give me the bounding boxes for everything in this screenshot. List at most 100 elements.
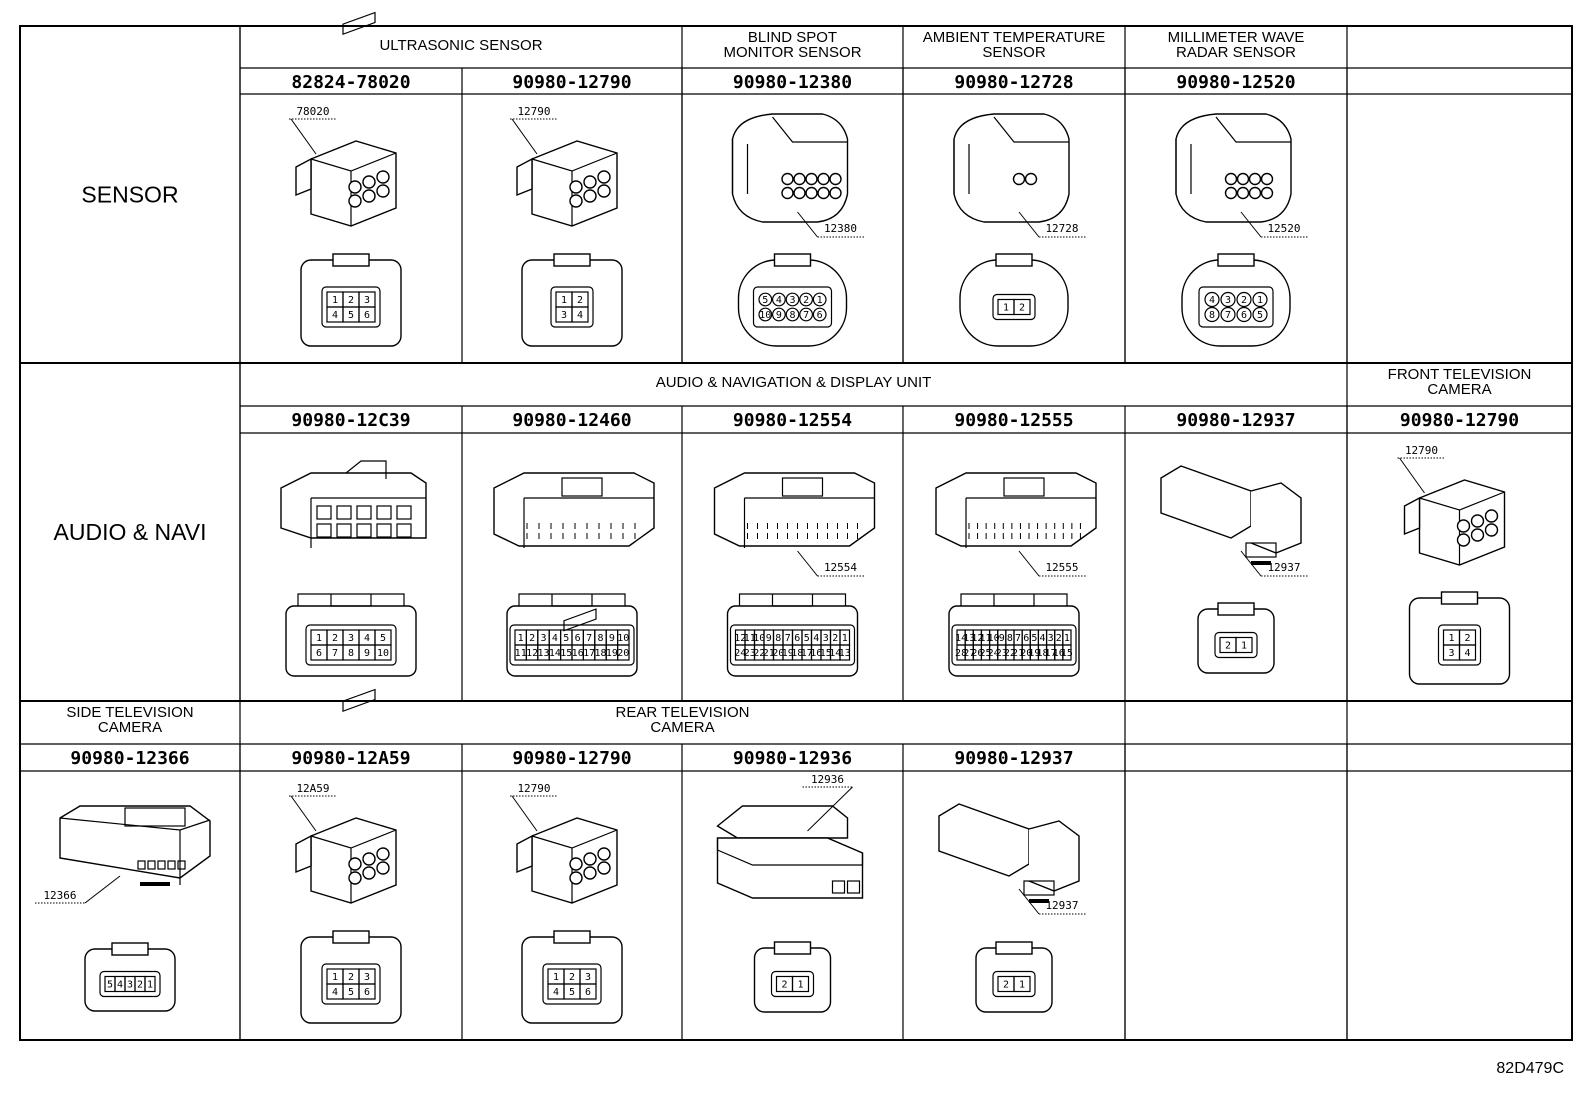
- callout-leader: [84, 875, 121, 904]
- pin-cavity: [812, 292, 827, 307]
- pin-cavity: [1013, 298, 1031, 316]
- pin-number: 5: [762, 295, 768, 306]
- cavity: [362, 175, 376, 189]
- part-number: 90980-12C39: [291, 410, 410, 431]
- face-inner: [1437, 624, 1482, 666]
- pin-number: 3: [348, 633, 354, 644]
- cavity: [147, 860, 156, 870]
- cavity: [1224, 186, 1238, 200]
- callout-leader: [1399, 457, 1425, 494]
- pin-number: 23: [996, 648, 1008, 659]
- pin-number: 24: [734, 648, 746, 659]
- group-label-line-1: AMBIENT TEMPERATURE: [923, 29, 1106, 46]
- pin-number: 11: [979, 633, 991, 644]
- pin-number: 10: [759, 310, 771, 321]
- housing-front: [1028, 820, 1080, 892]
- pin-number: 19: [782, 648, 794, 659]
- pin-number: 12: [734, 633, 746, 644]
- pin-number: 5: [1031, 633, 1037, 644]
- pin-number: 11: [744, 633, 756, 644]
- pin-number: 2: [529, 633, 535, 644]
- face-lock: [773, 253, 812, 267]
- pin-number: 5: [563, 633, 569, 644]
- pin-cavity: [1236, 291, 1252, 308]
- callout: 12728: [1018, 211, 1086, 238]
- face-lock: [332, 253, 370, 267]
- housing-edge: [743, 497, 875, 548]
- pin-number: 3: [364, 295, 370, 306]
- cavity: [597, 184, 611, 198]
- callout-label: 12728: [1045, 222, 1078, 235]
- cavity: [376, 861, 390, 875]
- callout-label: 12790: [1405, 444, 1438, 457]
- pin-number: 10: [377, 648, 389, 659]
- pin-cavity: [812, 307, 827, 322]
- part-number: 90980-12790: [512, 748, 631, 769]
- pin-cavity: [358, 983, 376, 1000]
- pin-number: 2: [569, 972, 575, 983]
- group-label-line-1: FRONT TELEVISION: [1388, 366, 1532, 383]
- callout-leader: [797, 211, 818, 238]
- pin-number: 5: [569, 987, 575, 998]
- callout: 12936: [802, 773, 853, 832]
- face-inner: [770, 970, 815, 998]
- cavity: [597, 847, 611, 861]
- face-inner: [729, 624, 856, 666]
- pin-cavity: [1220, 306, 1236, 323]
- pin-number: 22: [1004, 648, 1016, 659]
- pin-number: 1: [553, 972, 559, 983]
- cavity: [1224, 172, 1238, 186]
- face-lock: [1440, 591, 1479, 605]
- pin-number: 4: [1039, 633, 1045, 644]
- pin-number: 6: [794, 633, 800, 644]
- housing: [935, 472, 1097, 547]
- pin-number: 5: [348, 310, 354, 321]
- callout-label: 12790: [517, 782, 550, 795]
- housing: [1175, 113, 1292, 223]
- pin-number: 16: [572, 648, 584, 659]
- cavity: [829, 186, 842, 200]
- housing-edge: [953, 116, 1069, 194]
- latch: [516, 834, 533, 874]
- group-label-line-2: CAMERA: [98, 719, 162, 736]
- cavity: [137, 860, 146, 870]
- pin-number: 5: [804, 633, 810, 644]
- pin-number: 1: [1003, 303, 1009, 314]
- pin-number: 9: [766, 633, 772, 644]
- pin-number: 1: [332, 972, 338, 983]
- face-lock: [773, 941, 812, 955]
- pin-number: 13: [839, 648, 851, 659]
- pin-number: 20: [617, 648, 629, 659]
- pin-number: 1: [316, 633, 322, 644]
- pin-number: 4: [1209, 295, 1215, 306]
- pin-number: 3: [1048, 633, 1054, 644]
- pin-number: 1: [842, 633, 848, 644]
- pin-number: 5: [348, 987, 354, 998]
- cavity: [831, 880, 846, 894]
- cavity: [1236, 172, 1250, 186]
- callout: 12790: [510, 105, 558, 155]
- pin-number: 4: [776, 295, 782, 306]
- callout: 12366: [35, 875, 121, 904]
- pin-number: 7: [586, 633, 592, 644]
- group-label-line-1: BLIND SPOT: [748, 29, 837, 46]
- face-inner: [752, 286, 833, 328]
- pin-number: 7: [785, 633, 791, 644]
- pin-cavity: [772, 292, 786, 307]
- callout-leader: [1018, 211, 1040, 238]
- latch: [295, 157, 312, 197]
- pin-number: 23: [744, 648, 756, 659]
- connector-iso-view: [295, 11, 397, 227]
- pin-cavity: [374, 644, 392, 661]
- pin-number: 1: [1019, 980, 1025, 991]
- pin-cavity: [799, 292, 813, 307]
- connector-iso-view: [938, 803, 1080, 903]
